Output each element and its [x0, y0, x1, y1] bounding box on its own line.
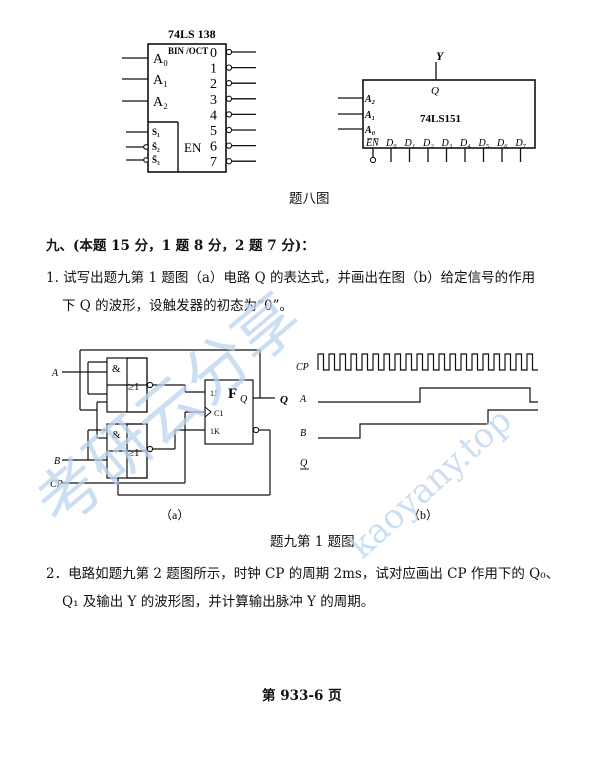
chip151-title: 74LS151 — [420, 113, 461, 125]
chip151-d5: D₅ — [478, 138, 490, 149]
input-cp: CP — [50, 479, 63, 490]
chip151-in-a1: A₁ — [364, 110, 375, 121]
circuit-q-out: Q — [280, 394, 288, 406]
chip138-en-s1: S₁ — [152, 127, 160, 137]
waves-b-label: （b） — [408, 508, 438, 522]
wave-label-cp: CP — [296, 362, 309, 373]
and2-symbol: & — [112, 429, 121, 441]
q9-header: 九、(本题 15 分，1 题 8 分，2 题 7 分)： — [46, 238, 315, 254]
chip138-in-a1: A₁ — [153, 73, 168, 88]
chip138-out-6: 6 — [210, 140, 217, 155]
q9-p2-line1: 2．电路如题九第 2 题图所示，时钟 CP 的周期 2ms，试对应画出 CP 作… — [46, 566, 560, 582]
wave-label-a: A — [299, 394, 307, 405]
page-number: 第 933-6 页 — [262, 688, 342, 704]
circuit-a: & & ≥1 ≥1 F 1J C1 1K Q Q A B CP （a） CP A… — [50, 349, 538, 522]
wave-label-b: B — [300, 428, 306, 439]
ff-q: Q — [240, 394, 248, 405]
ff-pin-1k: 1K — [210, 427, 220, 436]
chip138-out-2: 2 — [210, 77, 217, 92]
chip138-out-4: 4 — [210, 108, 217, 123]
chip138-body — [147, 43, 227, 173]
ff-pin-1j: 1J — [210, 389, 217, 398]
fig9-caption: 题九第 1 题图 — [270, 534, 355, 550]
chip138-in-a2: A₂ — [153, 95, 168, 110]
or1-symbol: ≥1 — [128, 381, 140, 393]
chip138-out-7: 7 — [210, 155, 217, 170]
wave-b — [318, 409, 538, 439]
wave-cp — [317, 353, 538, 371]
chip138-en-s2: S̄₂ — [152, 142, 160, 152]
q9-p1-line2: 下 Q 的波形，设触发器的初态为“0”。 — [62, 298, 294, 314]
chip138-in-a0: A₀ — [153, 52, 168, 67]
chip138-out-1: 1 — [210, 62, 217, 77]
chip138-title: 74LS 138 — [168, 27, 216, 41]
or2-symbol: ≥1 — [128, 447, 140, 459]
circuit-a-label: （a） — [160, 508, 189, 522]
chip151-d2: D₂ — [422, 138, 434, 149]
chip151-d0: D₀ — [385, 138, 397, 149]
chip138-en-label: EN — [184, 140, 202, 155]
ff-name: F — [228, 386, 237, 402]
chip151-in-a0: A₀ — [364, 125, 376, 136]
input-b: B — [54, 456, 60, 467]
q9-p2-line2: Q₁ 及输出 Y 的波形图，并计算输出脉冲 Y 的周期。 — [62, 594, 375, 610]
wave-a — [318, 387, 538, 403]
figure-8: 74LS 138 BIN /OCT A₀ A₁ A₂ S₁ S̄₂ S̄₃ EN… — [122, 27, 536, 173]
chip138-func: BIN /OCT — [168, 46, 208, 56]
wave-label-q: Q — [300, 458, 308, 469]
chip151-d3: D₃ — [441, 138, 453, 149]
chip138-en-s3: S̄₃ — [152, 155, 160, 165]
chip151-in-a2: A₂ — [364, 94, 375, 105]
input-a: A — [51, 368, 59, 379]
ff-pin-c1: C1 — [214, 409, 223, 418]
chip151-d6: D₆ — [496, 138, 508, 149]
chip151-q: Q — [431, 85, 439, 97]
chip151-d1: D₁ — [404, 138, 416, 149]
q9-p1-line1: 1. 试写出题九第 1 题图（a）电路 Q 的表达式，并画出在图（b）给定信号的… — [46, 270, 536, 286]
chip138-out-0: 0 — [210, 46, 217, 61]
chip151-d7: D₇ — [515, 138, 527, 149]
chip138-out-5: 5 — [210, 124, 217, 139]
fig8-caption: 题八图 — [289, 191, 330, 207]
chip138-out-3: 3 — [210, 93, 217, 108]
chip151-d4: D₄ — [459, 138, 471, 149]
chip151-en: E̅N̅ — [365, 138, 380, 149]
chip151-y: Y — [436, 49, 445, 63]
and1-symbol: & — [112, 363, 121, 375]
